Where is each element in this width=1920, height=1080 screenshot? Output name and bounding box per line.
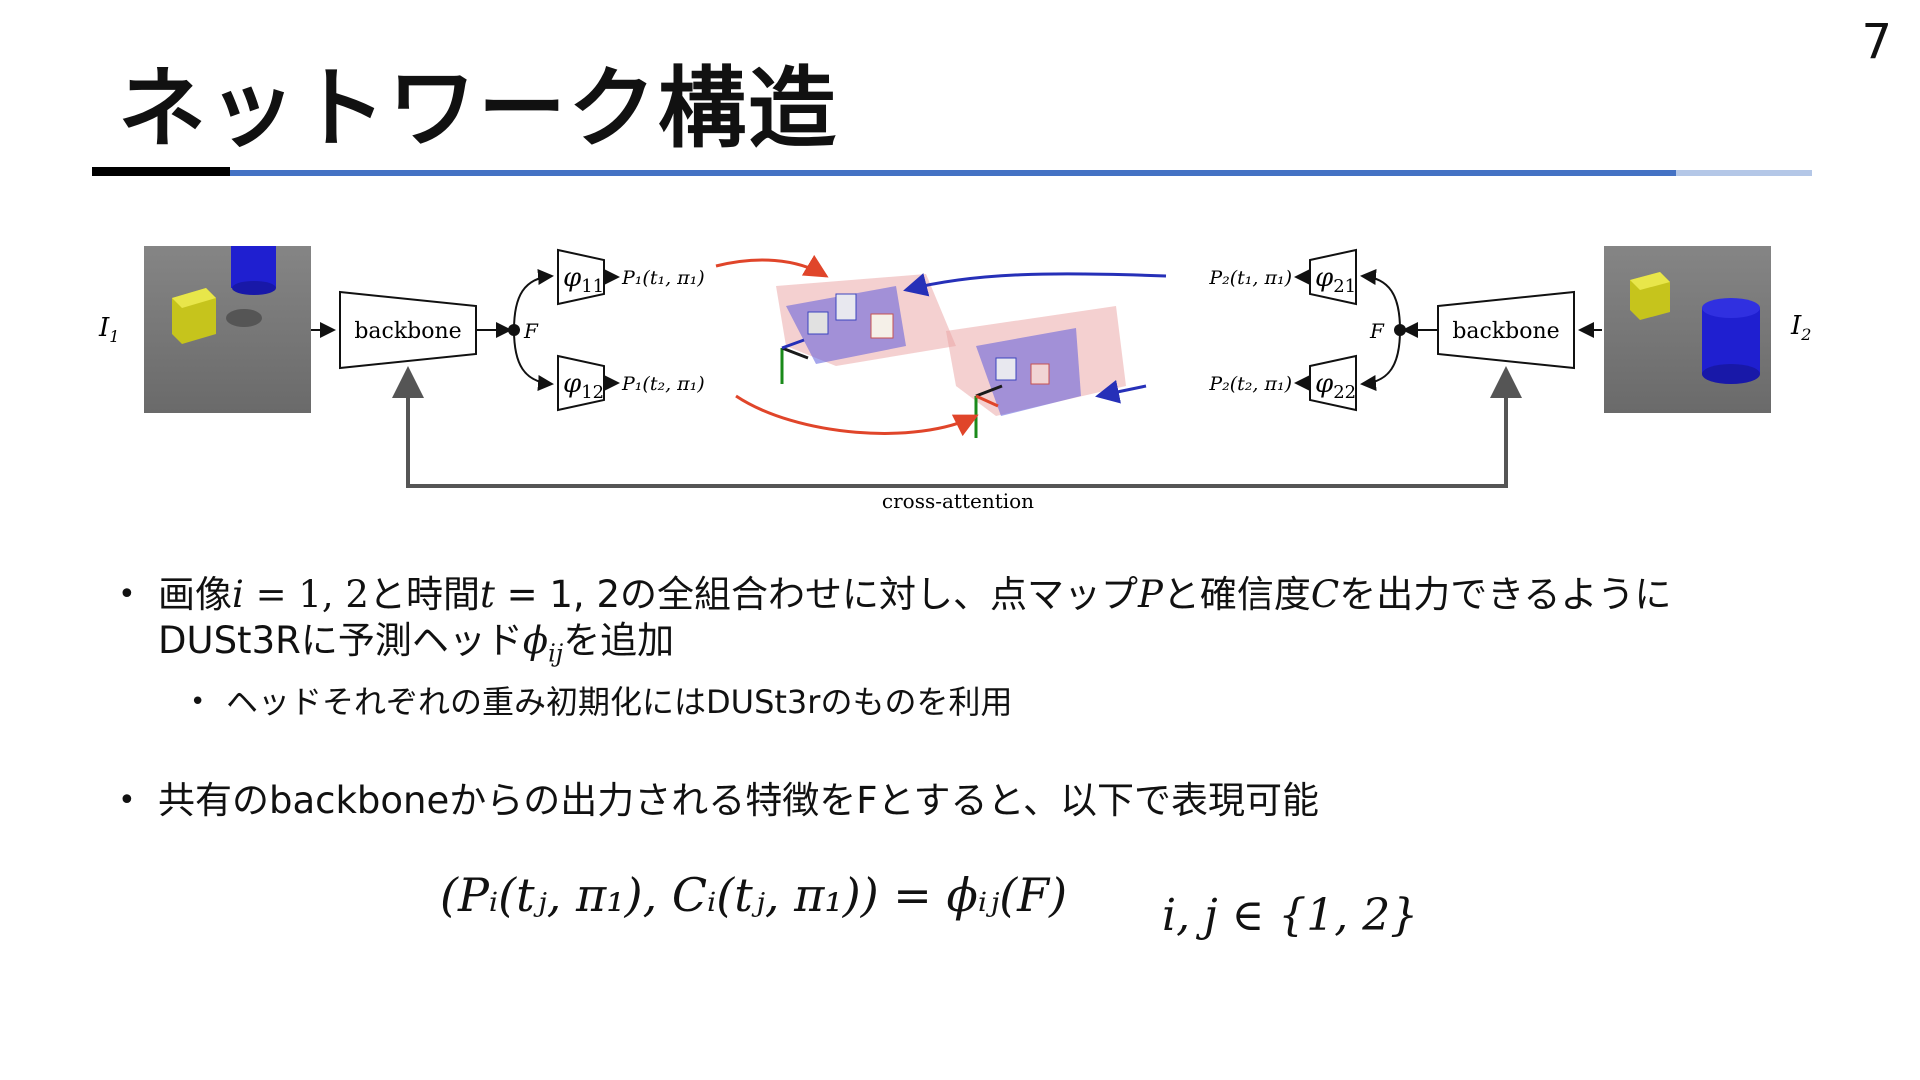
input-image-1 xyxy=(144,246,311,413)
scene-1-icon xyxy=(172,246,276,344)
output-11-label: P₁(t₁, π₁) xyxy=(621,267,705,289)
bullet-1-math-i: i xyxy=(232,573,244,616)
bullet-1-text-c: = 1, 2の全組合わせに対し、点マップ xyxy=(494,573,1138,616)
bullet-2: 共有のbackboneからの出力される特徴をFとすると、以下で表現可能 xyxy=(118,778,1818,824)
bullet-1-math-t: t xyxy=(479,573,495,616)
backbone-right-label: backbone xyxy=(1452,319,1559,344)
cross-attention-label: cross-attention xyxy=(882,489,1034,513)
scene-2-icon xyxy=(1630,272,1760,384)
head-22-box xyxy=(1309,354,1357,412)
bullet-1-text-f: DUSt3Rに予測ヘッド xyxy=(158,619,523,662)
pointcloud-2 xyxy=(946,306,1126,416)
bullet-1-text-d: と確信度 xyxy=(1162,573,1311,616)
blue-arrow-top xyxy=(903,272,1167,297)
head-21-box xyxy=(1309,248,1357,306)
bullet-1-math-c: C xyxy=(1310,573,1340,616)
bullet-1: 画像i = 1, 2と時間t = 1, 2の全組合わせに対し、点マップPと確信度… xyxy=(118,572,1818,676)
label-I1: I1 xyxy=(98,313,119,346)
bullet-1-text-e: を出力できるように xyxy=(1339,573,1672,616)
head-21-label: φ21 xyxy=(1315,263,1356,297)
bullet-1-sub: ヘッドそれぞれの重み初期化にはDUSt3rのものを利用 xyxy=(190,682,1818,722)
bullet-1-math-ij: ij xyxy=(548,639,564,668)
title-rule-black xyxy=(92,167,230,176)
title-rule-blue xyxy=(230,170,1676,176)
red-arrow-bottom xyxy=(735,394,979,437)
backbone-right-box xyxy=(1437,290,1575,370)
head-11-box xyxy=(557,248,605,306)
bullet-1-text-a: 画像 xyxy=(158,573,232,616)
input-image-2 xyxy=(1604,246,1771,413)
bullet-1-math-p: P xyxy=(1138,573,1163,616)
equation-lhs: (Pᵢ(tⱼ, π₁), Cᵢ(tⱼ, π₁)) = ϕᵢⱼ(F) xyxy=(440,868,1068,922)
slide-title: ネットワーク構造 xyxy=(118,57,839,160)
bullet-1-math-phi: ϕ xyxy=(522,619,549,662)
page-number: 7 xyxy=(1861,14,1892,70)
equation-rhs: i, j ∈ {1, 2} xyxy=(1162,890,1419,941)
head-22-label: φ22 xyxy=(1315,369,1356,403)
bullet-1-text-b: = 1, 2と時間 xyxy=(243,573,480,616)
backbone-left-box xyxy=(339,290,477,370)
pointcloud-1 xyxy=(776,274,956,366)
head-12-label: φ12 xyxy=(563,369,604,403)
feature-left-label: F xyxy=(523,319,539,343)
feature-right-label: F xyxy=(1369,319,1385,343)
label-I2: I2 xyxy=(1790,311,1811,344)
bullet-1-text-g: を追加 xyxy=(563,619,675,662)
red-arrow-top xyxy=(715,254,829,278)
title-rule-light xyxy=(1676,170,1812,176)
bullet-list: 画像i = 1, 2と時間t = 1, 2の全組合わせに対し、点マップPと確信度… xyxy=(118,572,1818,830)
output-21-label: P₂(t₁, π₁) xyxy=(1208,267,1292,289)
network-figure: I1 I2 backbone backbone F F φ11 φ12 φ21 … xyxy=(96,236,1836,526)
figure-diagram: I1 I2 backbone backbone F F φ11 φ12 φ21 … xyxy=(98,248,1811,513)
output-12-label: P₁(t₂, π₁) xyxy=(621,373,705,395)
head-12-box xyxy=(557,354,605,412)
title-rule xyxy=(92,167,1812,176)
head-11-label: φ11 xyxy=(563,263,604,297)
backbone-left-label: backbone xyxy=(354,319,461,344)
blue-arrow-bottom xyxy=(1095,379,1147,404)
output-22-label: P₂(t₂, π₁) xyxy=(1208,373,1292,395)
